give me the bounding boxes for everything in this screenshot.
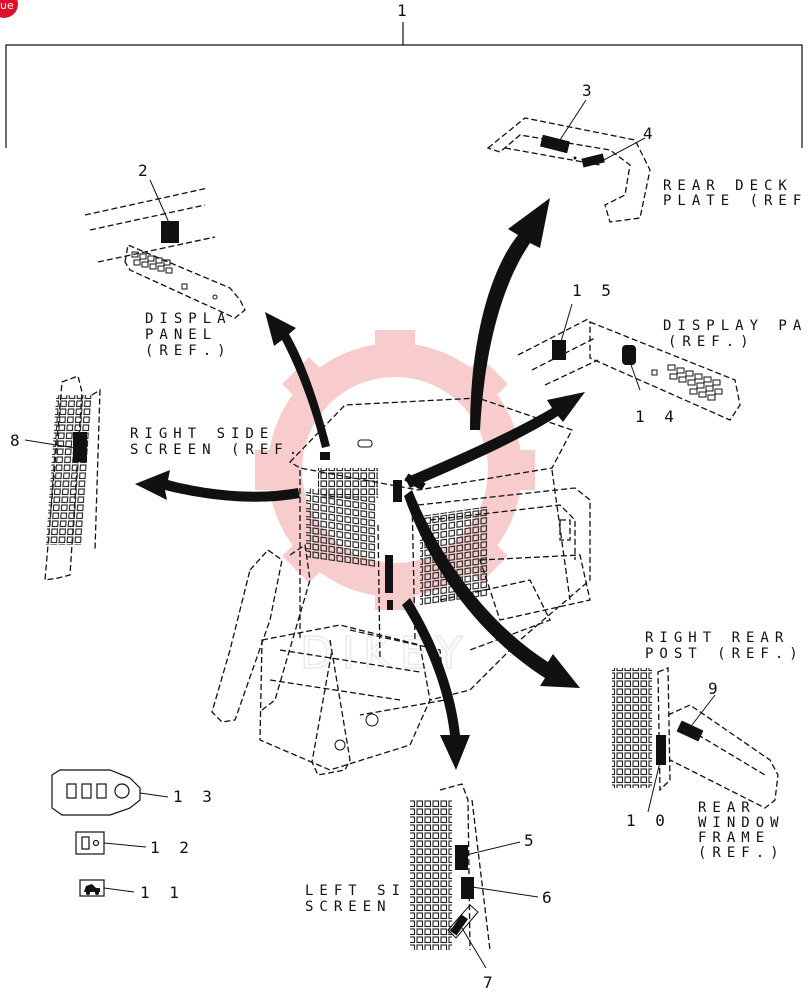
- arrow-to-display-panel-left: [265, 312, 330, 448]
- display-panel-right: [517, 317, 741, 421]
- label-display-panel-left-line1: DISPLA: [145, 311, 232, 327]
- label-rear-deck-plate-line2: PLATE (REF: [663, 193, 807, 209]
- arrow-to-rear-deck-plate: [470, 198, 550, 430]
- label-right-side-screen-line2: SCREEN (REF.: [130, 442, 303, 458]
- corner-badge: ue: [0, 0, 18, 18]
- callout-8: 8: [10, 431, 25, 450]
- leader-5: [465, 841, 521, 856]
- callout-5: 5: [524, 831, 539, 850]
- leader-14: [629, 361, 641, 391]
- leader-3: [559, 99, 587, 141]
- leader-6: [471, 886, 539, 898]
- left-side-screen: [410, 783, 491, 951]
- callout-9: 9: [708, 679, 723, 698]
- label-right-rear-post-line2: POST (REF.): [645, 646, 804, 662]
- decal-11: [79, 879, 105, 897]
- callout-4: 4: [643, 124, 658, 143]
- right-rear-post-and-window-frame: [612, 667, 779, 809]
- corner-badge-text: ue: [0, 0, 14, 12]
- leader-9: [691, 694, 716, 726]
- label-rear-window-frame-line2: WINDOW: [698, 815, 785, 831]
- leader-15: [559, 303, 573, 346]
- arrows: [135, 198, 585, 770]
- callout-15: 1 5: [572, 281, 616, 300]
- label-display-panel-right-line1: DISPLAY PA: [663, 318, 807, 334]
- label-display-panel-left-line3: (REF.): [145, 343, 232, 359]
- right-side-screen: [44, 375, 101, 581]
- callout-2: 2: [138, 161, 153, 180]
- label-right-side-screen-line1: RIGHT SIDE: [130, 426, 274, 442]
- label-rear-window-frame-line3: FRAME: [698, 830, 770, 846]
- callout-7: 7: [483, 973, 498, 992]
- arrow-to-right-rear-post: [404, 490, 580, 688]
- leader-7: [461, 927, 487, 969]
- rear-deck-plate: [486, 117, 651, 223]
- label-rear-window-frame-line4: (REF.): [698, 845, 785, 861]
- callout-14: 1 4: [635, 407, 679, 426]
- decal-12: [75, 831, 105, 855]
- label-display-panel-right-line2: (REF.): [668, 334, 755, 350]
- arrow-to-display-panel-right: [405, 392, 585, 488]
- leader-13: [139, 792, 169, 798]
- assembly-bracket: [5, 22, 803, 148]
- callout-11: 1 1: [140, 883, 184, 902]
- callout-10: 1 0: [626, 811, 670, 830]
- callout-3: 3: [582, 81, 597, 100]
- arrow-to-right-side-screen: [135, 470, 300, 502]
- leader-4: [599, 137, 646, 163]
- leader-10: [647, 761, 661, 813]
- leader-8: [24, 439, 76, 449]
- callout-12: 1 2: [150, 838, 194, 857]
- label-display-panel-left-line2: PANEL: [145, 327, 217, 343]
- display-panel-left: [84, 187, 246, 319]
- label-left-side-screen-line1: LEFT SI: [305, 883, 406, 899]
- label-rear-window-frame-line1: REAR: [698, 800, 756, 816]
- callout-6: 6: [542, 888, 557, 907]
- leader-11: [103, 887, 135, 893]
- leader-12: [103, 842, 147, 848]
- leader-2: [149, 179, 171, 226]
- label-rear-deck-plate-line1: REAR DECK: [663, 178, 793, 194]
- arrow-to-left-side-screen: [402, 598, 470, 770]
- label-left-side-screen-line2: SCREEN: [305, 899, 392, 915]
- callout-13: 1 3: [173, 787, 217, 806]
- decal-13: [51, 769, 141, 816]
- skid-steer-machine: [211, 397, 591, 776]
- label-right-rear-post-line1: RIGHT REAR: [645, 630, 789, 646]
- callout-1: 1: [397, 1, 412, 20]
